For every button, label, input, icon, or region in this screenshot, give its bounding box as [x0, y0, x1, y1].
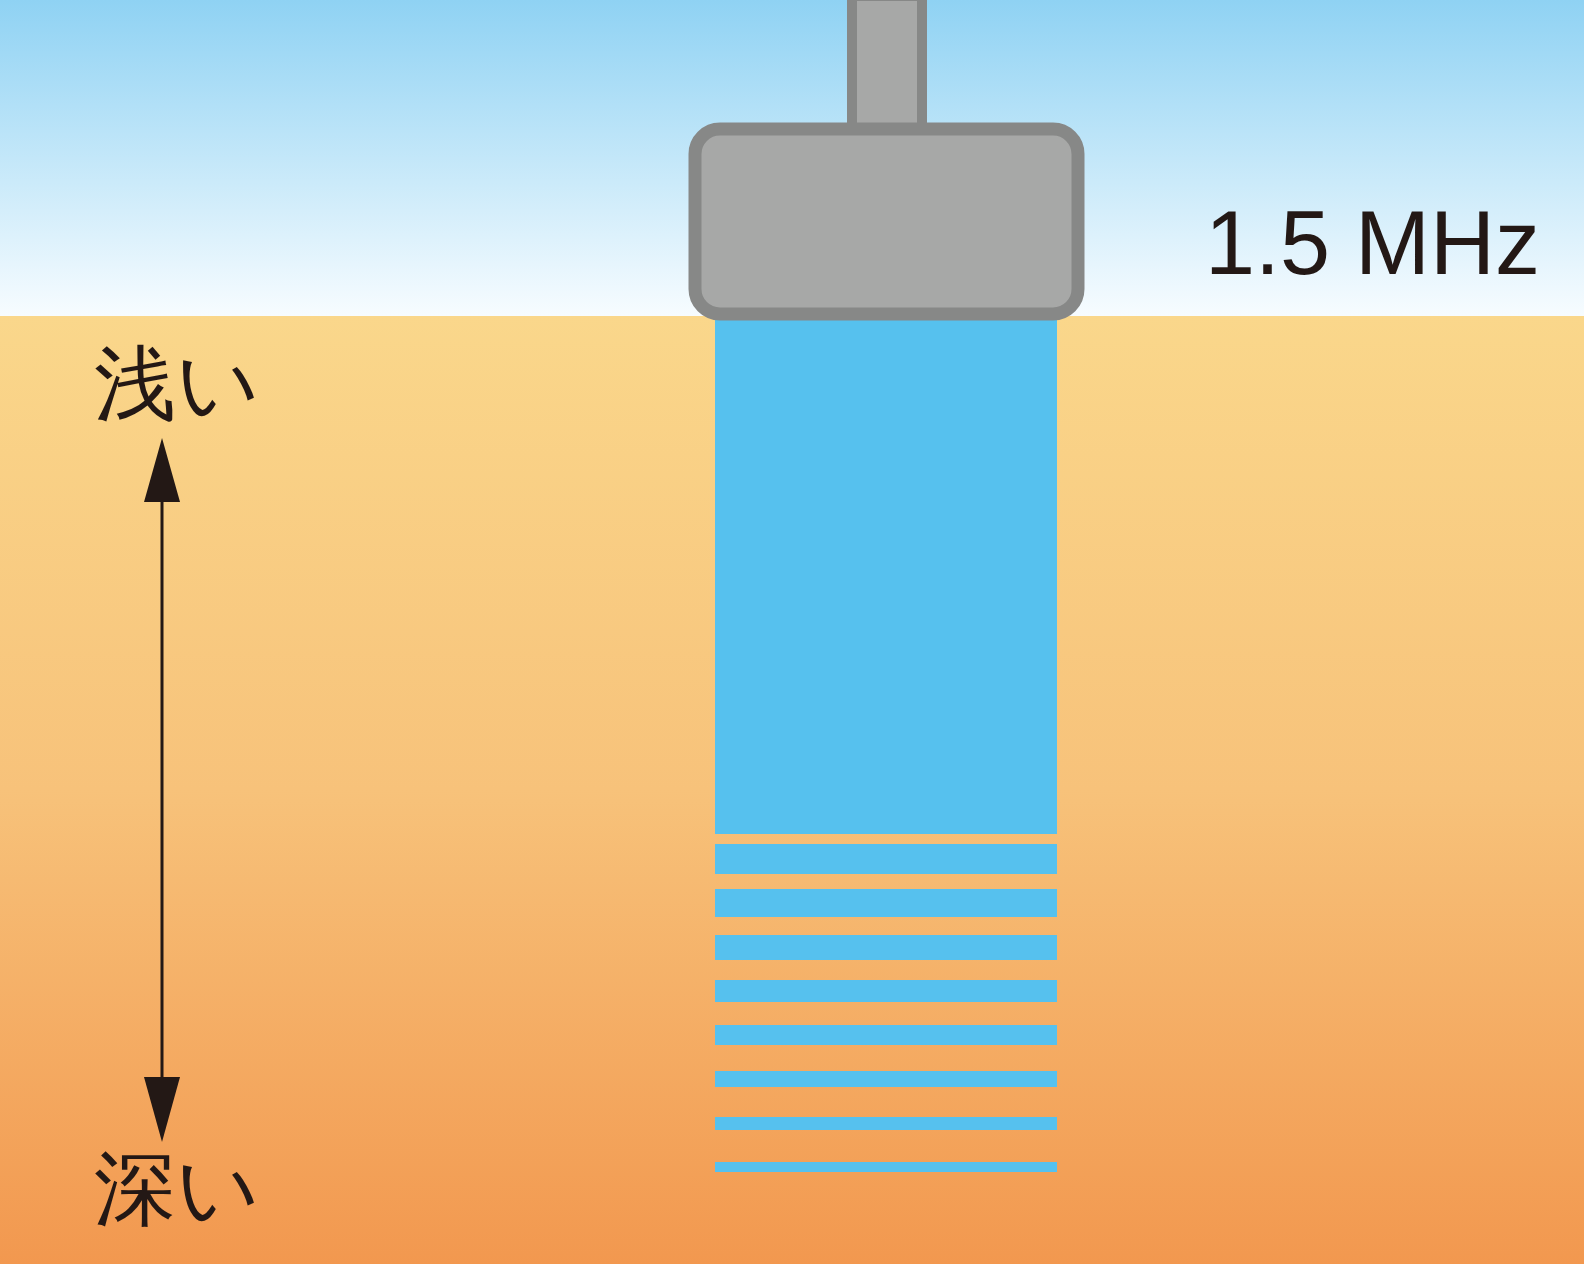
beam-stripe [715, 935, 1057, 960]
beam-stripes [715, 844, 1057, 1172]
beam-stripe [715, 889, 1057, 917]
beam-stripe [715, 844, 1057, 874]
arrow-head [144, 1077, 180, 1142]
beam-stripe [715, 1117, 1057, 1130]
sky [0, 0, 1584, 316]
beam-stripe [715, 1162, 1057, 1172]
arrow-head [144, 438, 180, 502]
beam [715, 316, 1057, 834]
beam-stripe [715, 1071, 1057, 1087]
shallow-label: 浅い [94, 343, 260, 425]
ground [0, 316, 1584, 1264]
probe-handle [852, 0, 922, 132]
frequency-label: 1.5 MHz [1205, 198, 1540, 288]
deep-label: 深い [94, 1148, 260, 1230]
beam-stripe [715, 1025, 1057, 1045]
beam-stripe [715, 980, 1057, 1002]
depth-arrow-line [161, 495, 164, 1080]
probe-housing [695, 129, 1078, 314]
